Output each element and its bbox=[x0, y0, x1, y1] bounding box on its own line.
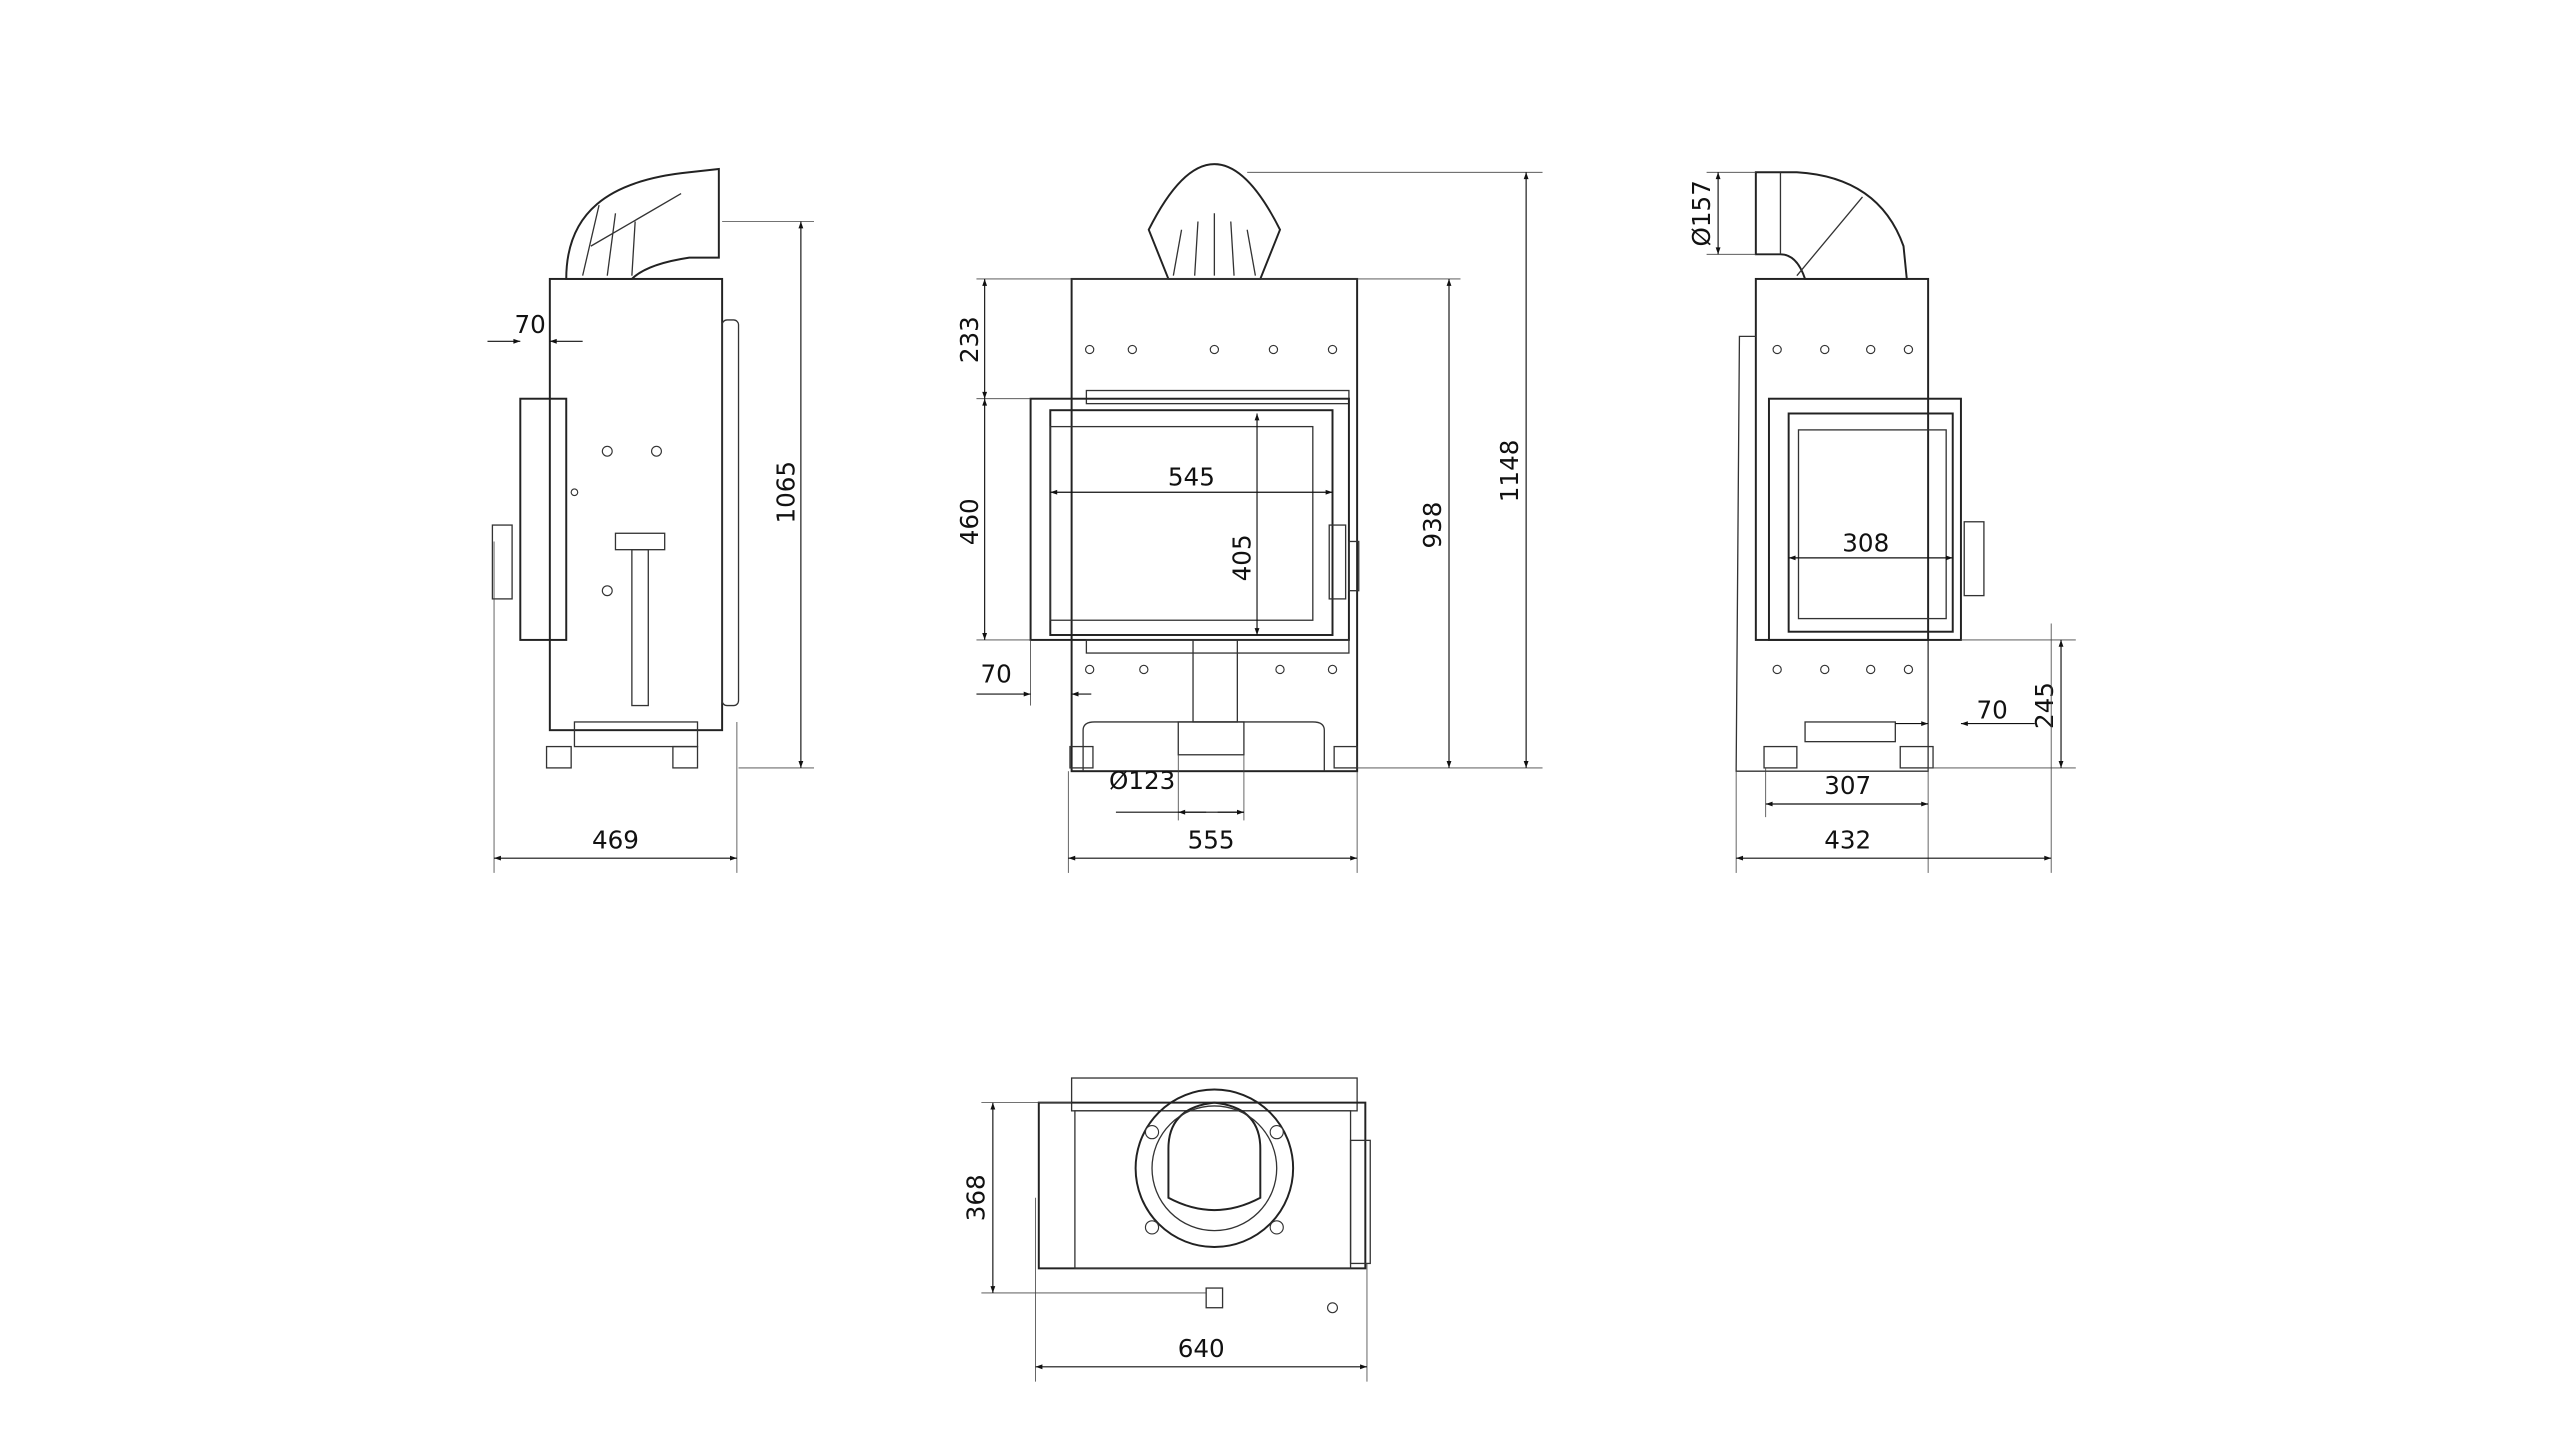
body bbox=[1754, 277, 1930, 641]
dim-70-left: 70 bbox=[514, 310, 545, 339]
foot-right bbox=[672, 745, 699, 769]
foot-left bbox=[545, 745, 572, 769]
flue-collar bbox=[1167, 1101, 1262, 1211]
dim-545: 545 bbox=[1168, 463, 1215, 492]
dim-flue-157: Ø157 bbox=[1687, 180, 1716, 246]
dim-469: 469 bbox=[592, 825, 639, 854]
dim-938: 938 bbox=[1418, 502, 1447, 549]
dim-555: 555 bbox=[1188, 825, 1235, 854]
dim-1148: 1148 bbox=[1495, 440, 1524, 503]
dim-308: 308 bbox=[1842, 528, 1889, 557]
bracket bbox=[614, 532, 666, 551]
door-glass-frame bbox=[1049, 409, 1334, 636]
dim-405: 405 bbox=[1227, 534, 1256, 581]
right-side-view: Ø157 308 245 70 307 432 bbox=[1687, 171, 2076, 873]
dim-245: 245 bbox=[2030, 682, 2059, 729]
body bbox=[548, 277, 724, 732]
flue-ring bbox=[1134, 1088, 1295, 1249]
air-inlet bbox=[1192, 639, 1238, 723]
flue-outlet bbox=[1177, 721, 1245, 756]
dim-1065: 1065 bbox=[771, 461, 800, 524]
door-handle bbox=[1328, 524, 1347, 600]
door-profile bbox=[519, 397, 568, 641]
flue-dome bbox=[1147, 163, 1282, 280]
glass-frame bbox=[1787, 412, 1954, 633]
flue-elbow bbox=[1754, 171, 1908, 280]
top-body bbox=[1037, 1101, 1367, 1270]
dim-70-front: 70 bbox=[980, 660, 1011, 689]
base bbox=[573, 721, 699, 748]
dim-flue-123: Ø123 bbox=[1109, 766, 1175, 795]
door-frame bbox=[1767, 397, 1962, 641]
side-panel bbox=[721, 319, 740, 707]
dim-368: 368 bbox=[962, 1174, 991, 1221]
air-duct bbox=[631, 549, 649, 707]
dim-640: 640 bbox=[1178, 1334, 1225, 1363]
dim-70-right: 70 bbox=[1976, 696, 2007, 725]
dim-233: 233 bbox=[955, 316, 984, 363]
glass bbox=[1797, 429, 1947, 620]
handle bbox=[491, 524, 513, 600]
elbow-ribs bbox=[582, 193, 682, 276]
left-side-view: 469 1065 70 bbox=[487, 167, 815, 873]
dome-ribs bbox=[1172, 213, 1257, 276]
door-handle bbox=[1963, 521, 1985, 597]
dim-432: 432 bbox=[1824, 825, 1871, 854]
flue-elbow bbox=[565, 167, 720, 280]
dim-307: 307 bbox=[1824, 771, 1871, 800]
door-frame bbox=[1029, 397, 1350, 641]
glass bbox=[1049, 425, 1314, 621]
top-view: 368 640 bbox=[962, 1077, 1371, 1382]
front-view: 233 460 545 405 70 Ø123 555 938 1148 bbox=[955, 163, 1543, 873]
dim-460: 460 bbox=[955, 498, 984, 545]
